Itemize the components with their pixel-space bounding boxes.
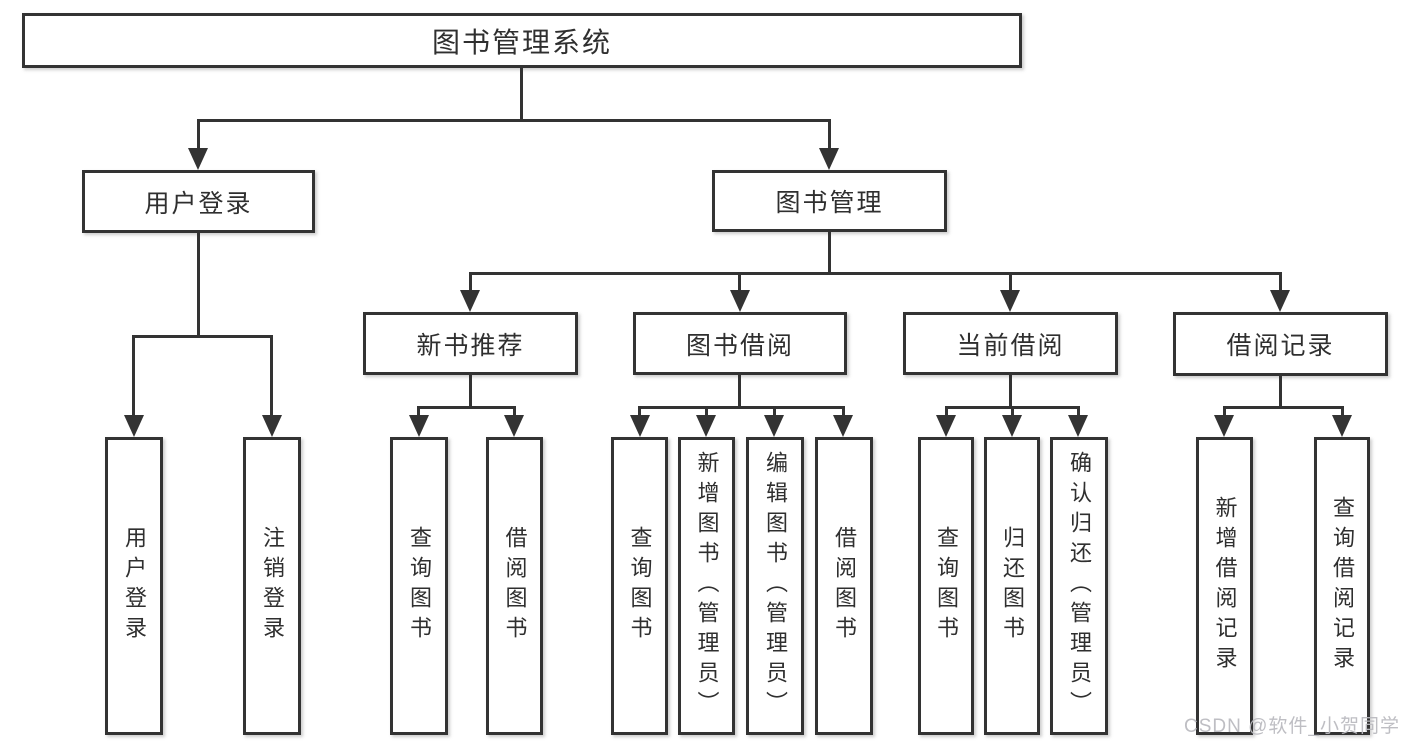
arrowhead-down-icon: [1214, 415, 1234, 437]
connector-line: [520, 68, 523, 122]
node-root: 图书管理系统: [22, 13, 1022, 68]
arrowhead-down-icon: [630, 415, 650, 437]
connector-line: [197, 119, 831, 122]
node-current-borrow: 当前借阅: [903, 312, 1118, 375]
arrowhead-down-icon: [819, 148, 839, 170]
leaf-return-books: 归还图书: [984, 437, 1040, 735]
arrowhead-down-icon: [124, 415, 144, 437]
connector-line: [828, 232, 831, 274]
arrowhead-down-icon: [730, 290, 750, 312]
connector-line: [469, 375, 472, 409]
leaf-query-borrow-record: 查询借阅记录: [1314, 437, 1370, 735]
connector-line: [1009, 375, 1012, 409]
connector-line: [270, 335, 273, 420]
connector-line: [513, 406, 516, 420]
connector-line: [773, 406, 776, 420]
leaf-query-books-recommend: 查询图书: [390, 437, 448, 735]
connector-line: [197, 119, 200, 151]
node-user-login: 用户登录: [82, 170, 315, 233]
arrowhead-down-icon: [833, 415, 853, 437]
leaf-add-books-admin: 新增图书（管理员）: [678, 437, 735, 735]
arrowhead-down-icon: [460, 290, 480, 312]
connector-line: [828, 119, 831, 151]
leaf-query-books-borrow: 查询图书: [611, 437, 668, 735]
connector-line: [132, 335, 273, 338]
arrowhead-down-icon: [1000, 290, 1020, 312]
csdn-watermark: CSDN @软件_小贺同学: [1184, 716, 1400, 737]
connector-line: [1341, 406, 1344, 420]
connector-line: [638, 406, 845, 409]
connector-line: [197, 233, 200, 338]
connector-line: [417, 406, 516, 409]
connector-line: [1011, 406, 1014, 420]
arrowhead-down-icon: [696, 415, 716, 437]
connector-line: [738, 272, 741, 292]
connector-line: [132, 335, 135, 420]
connector-line: [1077, 406, 1080, 420]
node-borrow-records: 借阅记录: [1173, 312, 1388, 376]
arrowhead-down-icon: [504, 415, 524, 437]
connector-line: [705, 406, 708, 420]
arrowhead-down-icon: [1002, 415, 1022, 437]
leaf-user-login: 用户登录: [105, 437, 163, 735]
leaf-edit-books-admin: 编辑图书（管理员）: [746, 437, 804, 735]
connector-line: [1279, 272, 1282, 292]
node-new-book-recommend: 新书推荐: [363, 312, 578, 375]
arrowhead-down-icon: [764, 415, 784, 437]
leaf-confirm-return-admin: 确认归还（管理员）: [1050, 437, 1108, 735]
leaf-add-borrow-record: 新增借阅记录: [1196, 437, 1253, 735]
leaf-borrow-books: 借阅图书: [815, 437, 873, 735]
connector-line: [417, 406, 420, 420]
connector-line: [638, 406, 641, 420]
arrowhead-down-icon: [262, 415, 282, 437]
connector-line: [1223, 406, 1344, 409]
arrowhead-down-icon: [1270, 290, 1290, 312]
leaf-borrow-books-recommend: 借阅图书: [486, 437, 543, 735]
connector-line: [1009, 272, 1012, 292]
connector-line: [945, 406, 948, 420]
leaf-logout: 注销登录: [243, 437, 301, 735]
connector-line: [738, 375, 741, 409]
node-book-management: 图书管理: [712, 170, 947, 232]
arrowhead-down-icon: [936, 415, 956, 437]
leaf-query-books-current: 查询图书: [918, 437, 974, 735]
node-book-borrow: 图书借阅: [633, 312, 847, 375]
connector-line: [842, 406, 845, 420]
arrowhead-down-icon: [1068, 415, 1088, 437]
arrowhead-down-icon: [188, 148, 208, 170]
connector-line: [469, 272, 472, 292]
arrowhead-down-icon: [409, 415, 429, 437]
arrowhead-down-icon: [1332, 415, 1352, 437]
connector-line: [1223, 406, 1226, 420]
connector-line: [469, 272, 1282, 275]
connector-line: [1279, 376, 1282, 409]
